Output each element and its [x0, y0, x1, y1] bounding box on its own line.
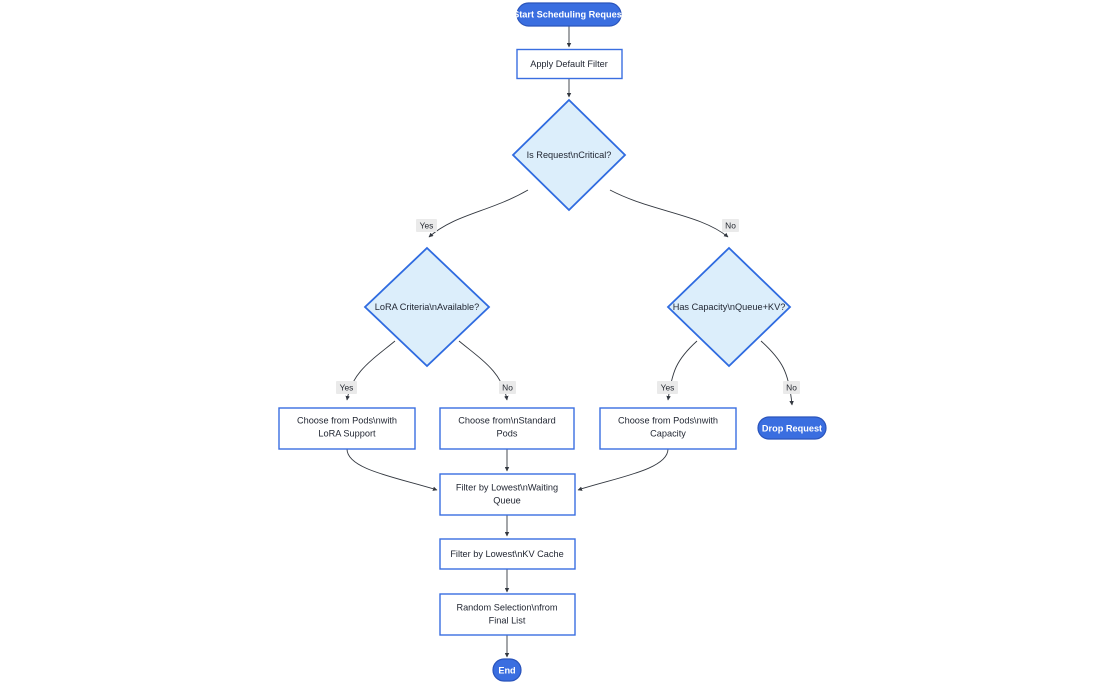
choose-pods-lora-label-line1: Choose from Pods\nwith — [297, 415, 397, 425]
edges-layer — [345, 26, 794, 658]
node-choose-pods-capacity[interactable]: Choose from Pods\nwith Capacity — [599, 407, 737, 450]
edge-label-lora-no: No — [499, 381, 516, 394]
random-selection-label-line1: Random Selection\nfrom — [456, 602, 557, 612]
edge-label-capacity-no: No — [783, 381, 800, 394]
node-choose-standard-pods[interactable]: Choose from\nStandard Pods — [439, 407, 575, 450]
edge-choose-lora-to-filter-queue — [346, 448, 438, 491]
edge-label-chip — [722, 219, 739, 232]
node-filter-kv-cache[interactable]: Filter by Lowest\nKV Cache — [439, 538, 576, 570]
node-apply-default-filter[interactable]: Apply Default Filter — [516, 48, 623, 80]
filter-kv-cache-shape[interactable] — [439, 538, 576, 570]
edge-is-critical-yes-to-lora — [428, 189, 529, 238]
choose-standard-pods-shape[interactable] — [439, 407, 575, 450]
edge-label-text: Yes — [661, 383, 675, 393]
drop-request-label: Drop Request — [762, 423, 822, 433]
node-is-request-critical[interactable]: Is Request\nCritical? — [511, 98, 627, 212]
node-lora-criteria-available[interactable]: LoRA Criteria\nAvailable? — [363, 246, 491, 368]
lora-criteria-available-label: LoRA Criteria\nAvailable? — [375, 302, 480, 312]
has-capacity-shape[interactable] — [666, 246, 792, 368]
node-drop-request[interactable]: Drop Request — [757, 416, 827, 440]
edge-label-text: Yes — [340, 383, 354, 393]
edge-label-chip — [336, 381, 357, 394]
choose-standard-pods-label-line2: Pods — [497, 428, 518, 438]
edge-label-capacity-yes: Yes — [657, 381, 678, 394]
apply-default-filter-label: Apply Default Filter — [530, 59, 608, 69]
edge-label-lora-yes: Yes — [336, 381, 357, 394]
filter-kv-cache-label: Filter by Lowest\nKV Cache — [450, 549, 563, 559]
node-random-selection[interactable]: Random Selection\nfrom Final List — [439, 593, 576, 636]
edge-label-chip — [416, 219, 437, 232]
filter-waiting-queue-label-line1: Filter by Lowest\nWaiting — [456, 482, 558, 492]
apply-default-filter-shape[interactable] — [516, 48, 623, 80]
lora-criteria-available-shape[interactable] — [363, 246, 491, 368]
edge-label-text: No — [502, 383, 513, 393]
node-end[interactable]: End — [492, 658, 522, 682]
start-node-label: Start Scheduling Request — [513, 9, 625, 19]
edge-label-text: No — [725, 221, 736, 231]
edge-choose-capacity-to-filter-queue — [577, 448, 669, 491]
choose-pods-lora-shape[interactable] — [278, 407, 416, 450]
random-selection-shape[interactable] — [439, 593, 576, 636]
drop-request-shape[interactable] — [757, 416, 827, 440]
random-selection-label-line2: Final List — [489, 615, 526, 625]
choose-pods-capacity-label-line2: Capacity — [650, 428, 686, 438]
choose-pods-capacity-label-line1: Choose from Pods\nwith — [618, 415, 718, 425]
choose-pods-capacity-shape[interactable] — [599, 407, 737, 450]
edge-label-is-critical-yes: Yes — [416, 219, 437, 232]
edge-label-chip — [783, 381, 800, 394]
node-start[interactable]: Start Scheduling Request — [513, 2, 625, 27]
filter-waiting-queue-label-line2: Queue — [493, 495, 521, 505]
edge-label-text: No — [786, 383, 797, 393]
choose-pods-lora-label-line2: LoRA Support — [318, 428, 376, 438]
edge-label-is-critical-no: No — [722, 219, 739, 232]
is-request-critical-label: Is Request\nCritical? — [527, 150, 612, 160]
node-has-capacity[interactable]: Has Capacity\nQueue+KV? — [666, 246, 792, 368]
edge-label-text: Yes — [420, 221, 434, 231]
edge-label-chip — [499, 381, 516, 394]
edge-is-critical-no-to-capacity — [609, 189, 729, 238]
node-filter-waiting-queue[interactable]: Filter by Lowest\nWaiting Queue — [439, 473, 576, 516]
end-node-label: End — [498, 665, 515, 675]
has-capacity-label: Has Capacity\nQueue+KV? — [673, 302, 786, 312]
edge-capacity-no-to-drop-request — [760, 340, 794, 406]
edge-labels-layer: Yes No Yes No Yes No — [336, 219, 800, 394]
choose-standard-pods-label-line1: Choose from\nStandard — [458, 415, 556, 425]
start-node-shape[interactable] — [516, 2, 622, 27]
filter-waiting-queue-shape[interactable] — [439, 473, 576, 516]
node-choose-pods-lora[interactable]: Choose from Pods\nwith LoRA Support — [278, 407, 416, 450]
end-node-shape[interactable] — [492, 658, 522, 682]
edge-label-chip — [657, 381, 678, 394]
is-request-critical-shape[interactable] — [511, 98, 627, 212]
